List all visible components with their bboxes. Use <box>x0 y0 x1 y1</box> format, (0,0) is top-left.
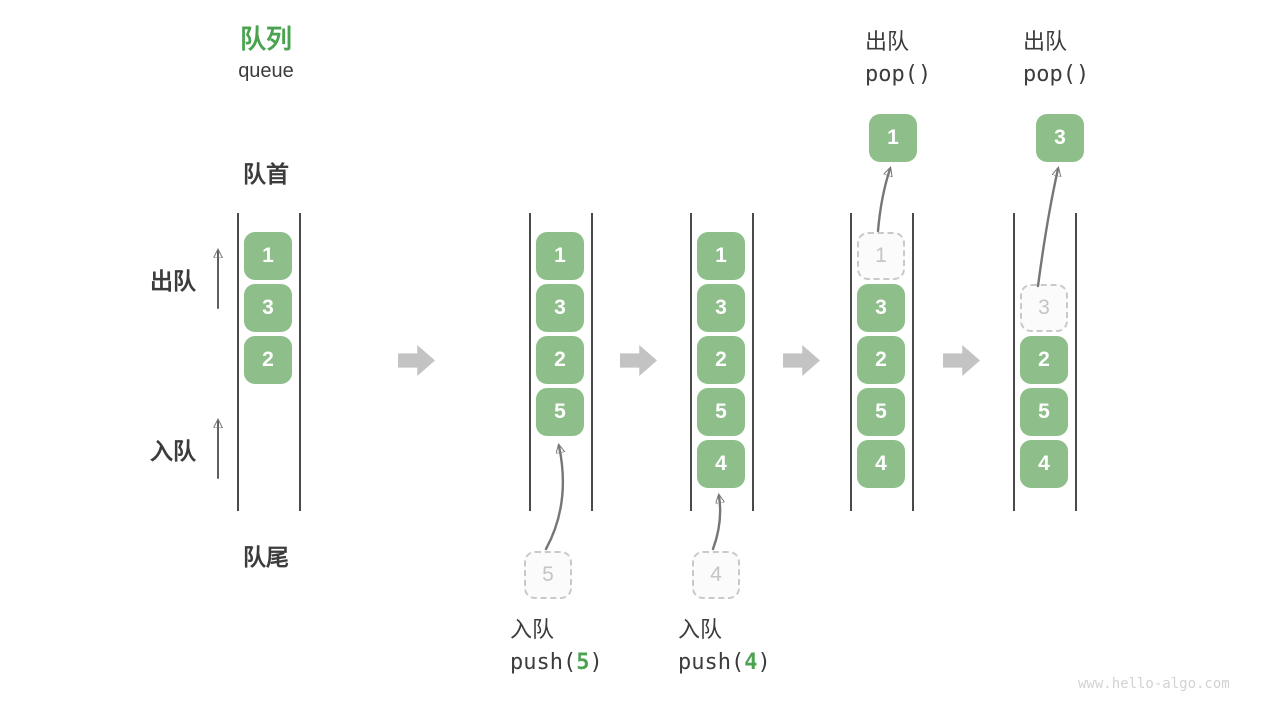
queue-channel-wall <box>529 213 531 511</box>
queue-item: 5 <box>536 388 584 436</box>
pending-item-box: 4 <box>692 551 740 599</box>
label-queue-front: 队首 <box>243 161 289 187</box>
queue-channel-wall <box>850 213 852 511</box>
op-arg-value: 5 <box>576 650 590 675</box>
popped-item-box: 1 <box>869 114 917 162</box>
watermark: www.hello-algo.com <box>1078 676 1230 692</box>
queue-item: 3 <box>536 284 584 332</box>
label-dequeue-side: 出队 <box>150 268 196 294</box>
queue-channel-wall <box>752 213 754 511</box>
pending-item-box: 5 <box>524 551 572 599</box>
queue-item: 2 <box>536 336 584 384</box>
label-enqueue-side: 入队 <box>150 438 196 464</box>
queue-item: 1 <box>536 232 584 280</box>
queue-item: 3 <box>857 284 905 332</box>
diagram-title: 队列 queue <box>206 22 326 86</box>
queue-item: 1 <box>244 232 292 280</box>
next-state-arrow-icon <box>398 345 435 376</box>
op-label: 入队 push(4) <box>678 614 771 680</box>
queue-channel-wall <box>299 213 301 511</box>
op-label-code: push(5) <box>510 650 603 675</box>
op-label-zh: 出队 <box>865 29 910 54</box>
popped-item-box: 3 <box>1036 114 1084 162</box>
queue-item-removed: 3 <box>1020 284 1068 332</box>
queue-item-removed: 1 <box>857 232 905 280</box>
op-label-code: pop() <box>865 62 932 87</box>
queue-item: 2 <box>1020 336 1068 384</box>
queue-item: 3 <box>244 284 292 332</box>
queue-item: 4 <box>857 440 905 488</box>
queue-channel-wall <box>1075 213 1077 511</box>
op-label: 出队 pop() <box>1023 26 1089 92</box>
queue-item: 3 <box>697 284 745 332</box>
op-label-zh: 入队 <box>510 617 555 642</box>
queue-channel-wall <box>912 213 914 511</box>
queue-item: 5 <box>857 388 905 436</box>
queue-channel-wall <box>591 213 593 511</box>
op-label: 入队 push(5) <box>510 614 603 680</box>
queue-item: 4 <box>1020 440 1068 488</box>
queue-item: 5 <box>1020 388 1068 436</box>
op-label-zh: 入队 <box>678 617 723 642</box>
diagram-title-zh: 队列 <box>239 24 292 54</box>
queue-item: 2 <box>697 336 745 384</box>
queue-channel-wall <box>690 213 692 511</box>
queue-item: 5 <box>697 388 745 436</box>
op-label-code: pop() <box>1023 62 1090 87</box>
queue-channel-wall <box>1013 213 1015 511</box>
op-arg-value: 4 <box>744 650 758 675</box>
diagram-title-en: queue <box>238 60 294 82</box>
next-state-arrow-icon <box>943 345 980 376</box>
queue-item: 1 <box>697 232 745 280</box>
queue-item: 4 <box>697 440 745 488</box>
label-queue-rear: 队尾 <box>243 544 289 570</box>
queue-item: 2 <box>244 336 292 384</box>
op-label-zh: 出队 <box>1023 29 1068 54</box>
op-label: 出队 pop() <box>865 26 931 92</box>
queue-item: 2 <box>857 336 905 384</box>
op-label-code: push(4) <box>678 650 771 675</box>
queue-channel-wall <box>237 213 239 511</box>
next-state-arrow-icon <box>620 345 657 376</box>
next-state-arrow-icon <box>783 345 820 376</box>
